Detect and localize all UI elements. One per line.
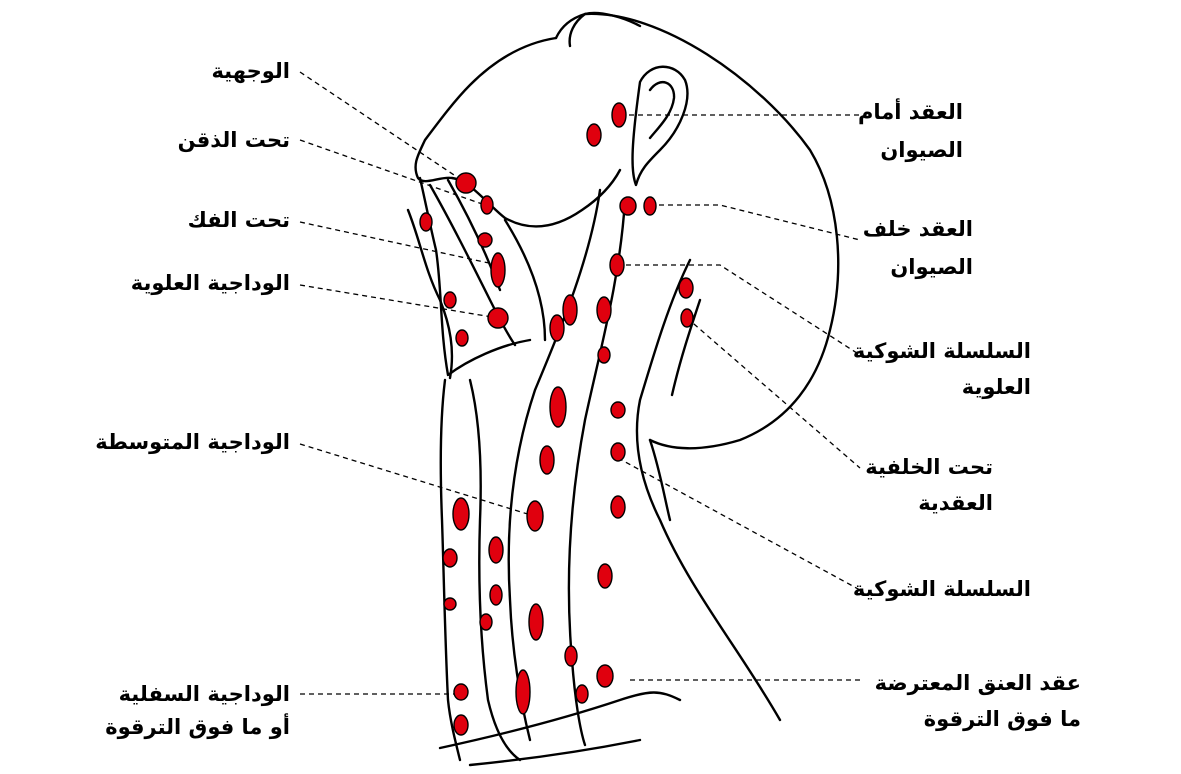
leader-submental [299,139,486,206]
leader-middle-jugular [299,443,535,517]
node-submental-1 [480,195,494,215]
neck-front-upper [406,208,454,380]
label-postauricular-line2: الصيوان [890,255,973,279]
node-lower-jugular-chain-1 [528,603,544,641]
label-submandibular: تحت الفك [187,208,290,232]
node-anterior-1 [452,497,470,531]
clavicle [438,691,682,750]
node-spinal-1 [596,296,612,324]
label-upper-spinal-line1: السلسلة الشوكية [852,339,1031,363]
node-spinal-4 [610,495,626,519]
node-submandibular-2 [490,252,506,288]
node-submandibular-1 [419,212,433,232]
node-lower-jugular-2 [453,714,469,736]
label-transverse-cervical-line2: ما فوق الترقوة [923,707,1081,731]
neck-front-lower [439,378,462,762]
node-postauricular-1 [619,196,637,216]
node-lower-jugular-chain-2 [564,645,578,667]
label-lower-jugular-line1: الوداجية السفلية [118,682,290,706]
label-submental: تحت الذقن [177,128,290,152]
leader-lines [299,71,861,695]
leader-upper-jugular [299,284,499,319]
node-facial [455,172,477,194]
label-suboccipital-line2: العقدية [918,491,993,515]
node-anterior-6 [479,613,493,631]
label-preauricular-line2: الصيوان [880,138,963,162]
node-middle-jugular [526,500,544,532]
trachea [468,378,522,762]
jaw-strap [428,183,517,347]
node-anterior-4 [489,584,503,606]
node-upper-jugular-1 [487,307,509,329]
node-submental-2 [477,232,493,248]
label-preauricular-line1: العقد أمام [858,100,963,124]
jaw [450,168,622,228]
label-lower-jugular-line2: أو ما فوق الترقوة [105,715,290,739]
label-spinal-accessory: السلسلة الشوكية [852,577,1031,601]
trapezius [635,258,782,722]
chin-line [418,176,532,377]
label-middle-jugular: الوداجية المتوسطة [95,430,290,454]
node-spinal-2 [597,346,611,364]
node-preauricular-2 [586,123,602,147]
label-facial: الوجهية [211,59,290,83]
node-suboccipital-1 [678,277,694,299]
back-of-head [583,12,840,450]
node-jugular-chain-3 [549,386,567,428]
label-postauricular-line1: العقد خلف [862,217,973,241]
node-upper-spinal [609,253,625,277]
node-jugular-chain-2 [549,314,565,342]
node-spinal-5 [597,563,613,589]
leader-submandibular [299,221,499,266]
leader-facial [299,71,467,184]
lymph-nodes [419,102,694,736]
leader-upper-spinal [617,264,861,356]
node-anterior-2 [488,536,504,564]
label-upper-jugular: الوداجية العلوية [130,271,290,295]
node-spinal-accessory [610,442,626,462]
label-suboccipital-line1: تحت الخلفية [865,455,993,479]
node-anterior-3 [442,548,458,568]
clavicle-lower [468,738,642,767]
node-upper-jugular-2 [443,291,457,309]
face-profile [414,36,558,183]
leader-suboccipital [686,317,861,469]
node-transverse-2 [575,684,589,704]
leader-postauricular [650,204,861,241]
node-anterior-5 [443,597,457,611]
node-lower-jugular-1 [453,683,469,701]
cheek [503,218,547,342]
node-spinal-3 [610,401,626,419]
node-transverse-1 [596,664,614,688]
node-jugular-chain-1 [562,294,578,326]
scm-muscle-front [507,188,602,742]
node-jugular-chain-4 [539,445,555,475]
node-upper-jugular-3 [455,329,469,347]
leader-spinal-accessory [617,457,861,591]
label-upper-spinal-line2: العلوية [961,375,1031,399]
ear-inner [648,80,676,140]
posterior-line [670,298,702,397]
node-suboccipital-2 [680,308,694,328]
neck-back-line [648,438,672,522]
node-lower-jugular-chain-3 [515,669,531,715]
node-postauricular-2 [643,196,657,216]
label-transverse-cervical-line1: عقد العنق المعترضة [874,671,1081,695]
node-preauricular-1 [611,102,627,128]
ear [631,65,689,187]
